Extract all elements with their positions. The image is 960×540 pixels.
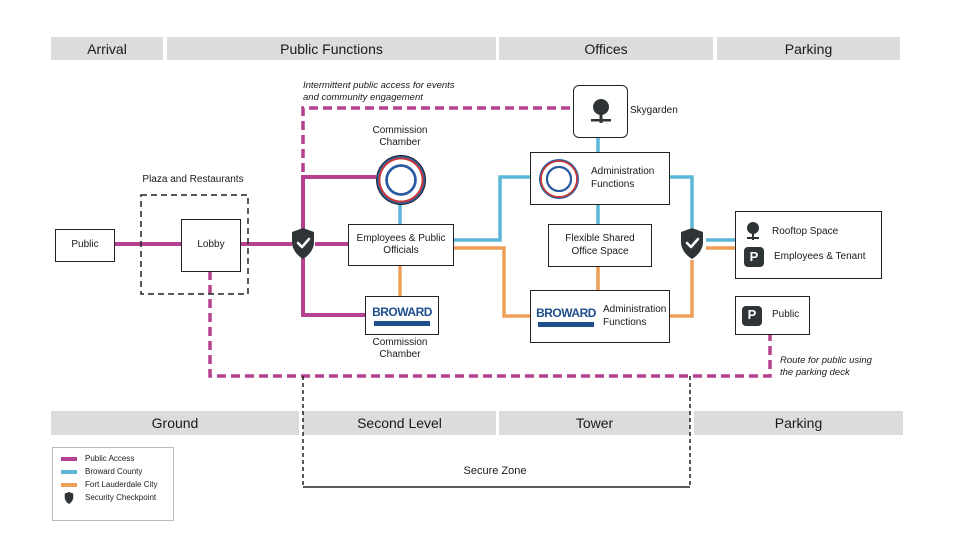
legend-public-access: Public Access <box>53 452 173 465</box>
admin-city-node: Administration Functions <box>530 152 670 205</box>
public-route-note: Route for public using the parking deck <box>780 355 872 378</box>
intermittent-access-route <box>301 106 573 228</box>
commission-bottom-label: Commission Chamber <box>372 337 428 360</box>
commission-bottom-node: BROWARD <box>365 296 439 335</box>
public-parking-node: P Public <box>735 296 810 335</box>
zone-label: Tower <box>575 415 614 431</box>
plaza-label: Plaza and Restaurants <box>142 174 244 185</box>
public-node: Public <box>55 229 115 262</box>
node-label: Administration Functions <box>591 166 655 190</box>
zone-label: Offices <box>584 40 628 57</box>
node-label: Public <box>71 239 99 251</box>
zone-label: Arrival <box>87 40 127 57</box>
admin-checkpoint-orange <box>668 260 694 318</box>
zone-ground: Ground <box>51 411 299 435</box>
commission-top-label: Commission Chamber <box>372 125 428 148</box>
tree-icon <box>590 98 611 123</box>
parking-icon: P <box>744 247 764 267</box>
rooftop-label: Rooftop Space <box>772 225 839 237</box>
shield-check-icon <box>681 228 703 259</box>
node-label: Lobby <box>197 239 225 251</box>
zone-label: Parking <box>774 415 823 431</box>
shield-check-icon <box>292 228 314 259</box>
zone-label: Ground <box>151 415 199 431</box>
secure-zone-label: Secure Zone <box>463 465 527 477</box>
lobby-node: Lobby <box>181 219 241 272</box>
logo-text: BROWARD <box>536 306 596 320</box>
broward-logo-icon: BROWARD <box>536 303 596 331</box>
employees-admin-city-blue <box>452 175 530 242</box>
legend-label: Fort Lauderdale City <box>85 480 158 489</box>
city-seal-icon <box>376 155 426 205</box>
node-label: Administration Functions <box>603 304 667 328</box>
zone-second-level: Second Level <box>303 411 496 435</box>
legend: Public Access Broward County Fort Lauder… <box>52 447 174 521</box>
admin-county-node: BROWARD Administration Functions <box>530 290 670 343</box>
legend-fort-lauderdale: Fort Lauderdale City <box>53 478 173 491</box>
parking-deck-route <box>208 271 772 378</box>
zone-label: Second Level <box>357 415 442 431</box>
employees-node: Employees & Public Officials <box>348 224 454 266</box>
skygarden-label: Skygarden <box>630 105 678 116</box>
parking-icon: P <box>742 305 762 326</box>
employees-tenant-label: Employees & Tenant <box>774 250 866 262</box>
admin-checkpoint-blue <box>668 175 694 228</box>
node-label: Employees & Public Officials <box>356 232 446 257</box>
legend-label: Broward County <box>85 467 143 476</box>
checkpoint-commission-bottom-link <box>301 258 365 317</box>
legend-security-checkpoint: Security Checkpoint <box>53 491 173 504</box>
node-label: Public <box>772 309 800 321</box>
checkpoint-commission-top-link <box>301 175 376 230</box>
zone-parking-bottom: Parking <box>694 411 903 435</box>
parking-access-node: Rooftop Space P Employees & Tenant <box>735 211 882 279</box>
logo-text: BROWARD <box>372 305 432 319</box>
zone-tower: Tower <box>499 411 690 435</box>
skygarden-node <box>573 85 628 138</box>
employees-tenant-row: P Employees & Tenant <box>744 245 866 269</box>
legend-label: Security Checkpoint <box>85 493 157 502</box>
zone-label: Parking <box>784 40 833 57</box>
plaza-boundary <box>140 194 249 295</box>
tree-icon <box>747 222 759 240</box>
zone-label: Public Functions <box>280 40 383 57</box>
city-seal-icon <box>539 158 579 199</box>
intermittent-access-note: Intermittent public access for events an… <box>303 80 455 103</box>
zone-public-functions: Public Functions <box>167 37 496 60</box>
zone-parking-top: Parking <box>717 37 900 60</box>
shield-check-icon <box>64 491 74 504</box>
legend-label: Public Access <box>85 454 135 463</box>
broward-logo-icon: BROWARD <box>372 302 432 330</box>
flexible-office-node: Flexible Shared Office Space <box>548 224 652 267</box>
employees-admin-county-orange <box>452 246 530 318</box>
node-label: Flexible Shared Office Space <box>565 233 635 257</box>
legend-broward-county: Broward County <box>53 465 173 478</box>
zone-offices: Offices <box>499 37 713 60</box>
rooftop-row: Rooftop Space <box>744 221 838 243</box>
zone-arrival: Arrival <box>51 37 163 60</box>
